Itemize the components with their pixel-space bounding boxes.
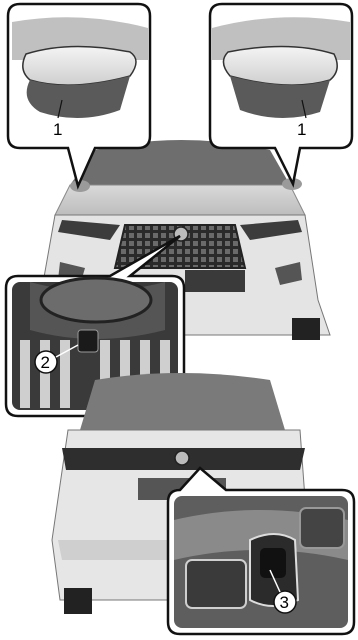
front-grille-label: 2 [41, 353, 50, 372]
front-camera [78, 330, 98, 352]
rear-wheel-left [64, 588, 92, 614]
front-wheel-right [292, 318, 320, 340]
callout-rear-camera: 3 [168, 468, 354, 634]
rear-camera [260, 548, 286, 578]
rear-emblem [175, 451, 189, 465]
rear-window [80, 373, 285, 430]
rear-camera-label: 3 [280, 593, 289, 612]
right-mirror-label: 1 [297, 120, 306, 139]
left-mirror-label: 1 [53, 120, 62, 139]
front-plate-area [185, 270, 245, 292]
front-hood [55, 185, 305, 215]
